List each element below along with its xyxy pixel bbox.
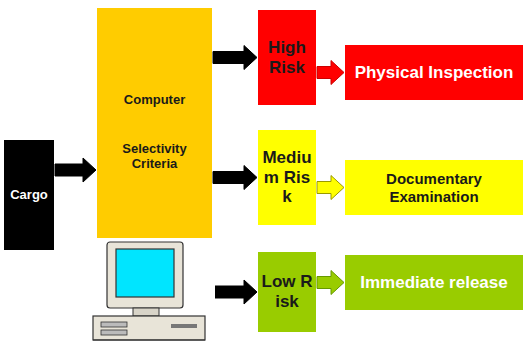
block-arrow [317, 61, 344, 85]
node-label: Computer [120, 93, 189, 108]
block-arrow [317, 176, 344, 200]
cargo-box: Cargo [4, 140, 54, 250]
selectivity-box: ComputerSelectivity Criteria [97, 8, 212, 332]
node-label: Cargo [10, 188, 48, 203]
node-label: High Risk [261, 38, 313, 77]
risk-box: High Risk [258, 10, 316, 105]
node-label: Physical Inspection [355, 63, 514, 83]
action-box: Immediate release [345, 255, 523, 310]
risk-box: Low Risk [258, 252, 316, 332]
node-label: Medium Risk [261, 148, 313, 207]
action-box: Physical Inspection [345, 45, 523, 100]
computer-illustration [85, 238, 215, 344]
block-arrow [55, 158, 96, 182]
action-box: Documentary Examination [345, 160, 523, 215]
node-label: Low Risk [261, 272, 313, 311]
node-label: Documentary Examination [348, 170, 520, 205]
block-arrow [213, 280, 257, 304]
block-arrow [213, 46, 257, 70]
block-arrow [317, 271, 344, 295]
block-arrow [213, 166, 257, 190]
node-label: Immediate release [360, 273, 507, 293]
node-label: Selectivity Criteria [100, 142, 209, 172]
risk-box: Medium Risk [258, 130, 316, 225]
